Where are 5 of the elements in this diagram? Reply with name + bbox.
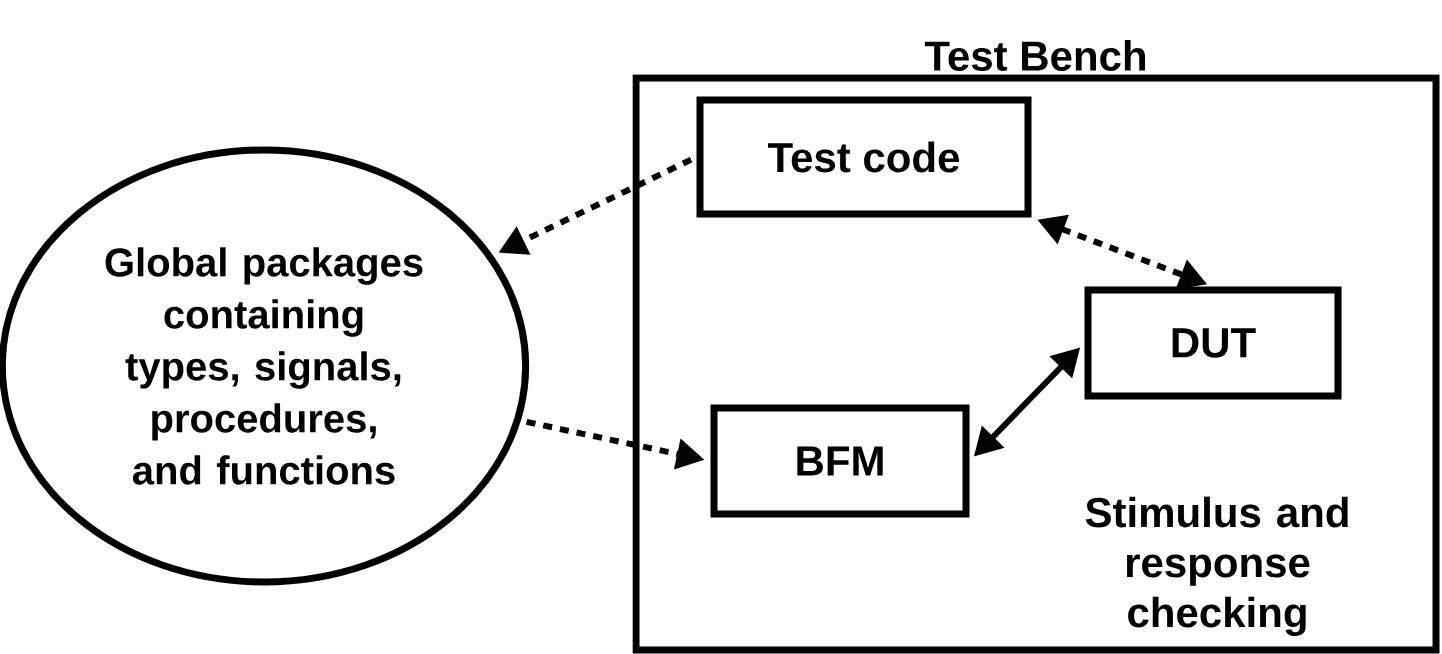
process-box: Test code xyxy=(696,96,1032,218)
box-text: Stimulus and response checking xyxy=(1085,496,1348,636)
process-box: DUT xyxy=(1084,286,1342,400)
process-box: BFM xyxy=(710,404,970,518)
box-heading: Test Bench xyxy=(924,40,1145,71)
